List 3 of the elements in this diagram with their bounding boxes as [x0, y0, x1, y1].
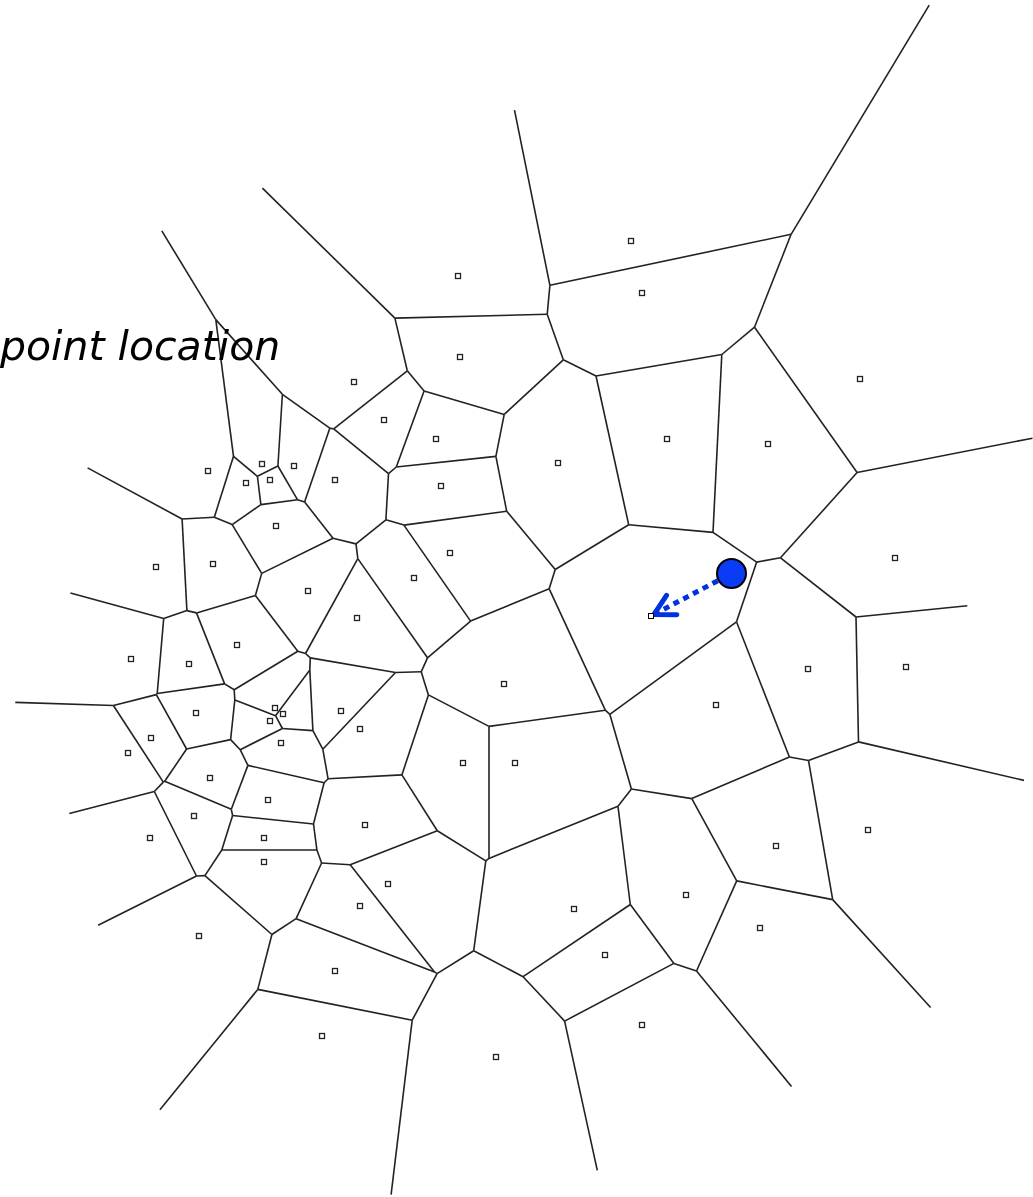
arrow [651, 578, 719, 618]
site-point [648, 613, 654, 619]
query-point [716, 558, 747, 589]
